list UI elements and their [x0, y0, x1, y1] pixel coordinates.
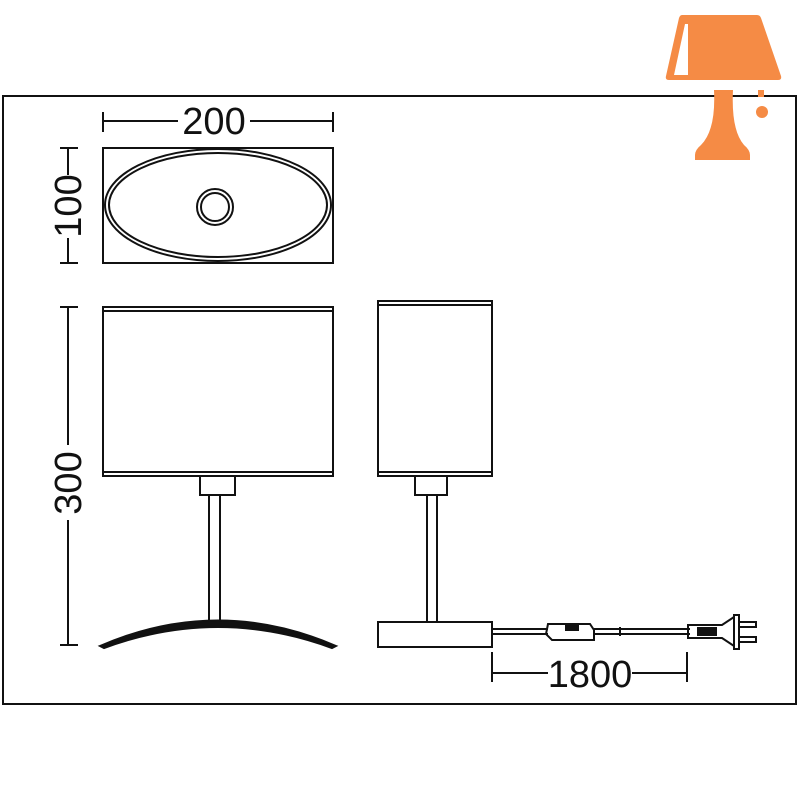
cord-switch: [544, 623, 595, 641]
height-label: 300: [48, 451, 90, 514]
height-dimension: 300: [48, 306, 90, 646]
width-label: 200: [182, 101, 245, 143]
front-view: [97, 306, 339, 650]
depth-dimension: 100: [48, 147, 90, 264]
depth-label: 100: [48, 174, 90, 237]
cable-length-label: 1800: [548, 654, 633, 696]
width-dimension: 200: [102, 101, 334, 143]
power-cord: [492, 614, 757, 650]
top-view: [102, 147, 334, 264]
side-view: [377, 300, 493, 648]
drawing-frame: [2, 95, 797, 705]
table-lamp-icon: [665, 15, 782, 160]
cable-length-dimension: 1800: [491, 652, 688, 696]
